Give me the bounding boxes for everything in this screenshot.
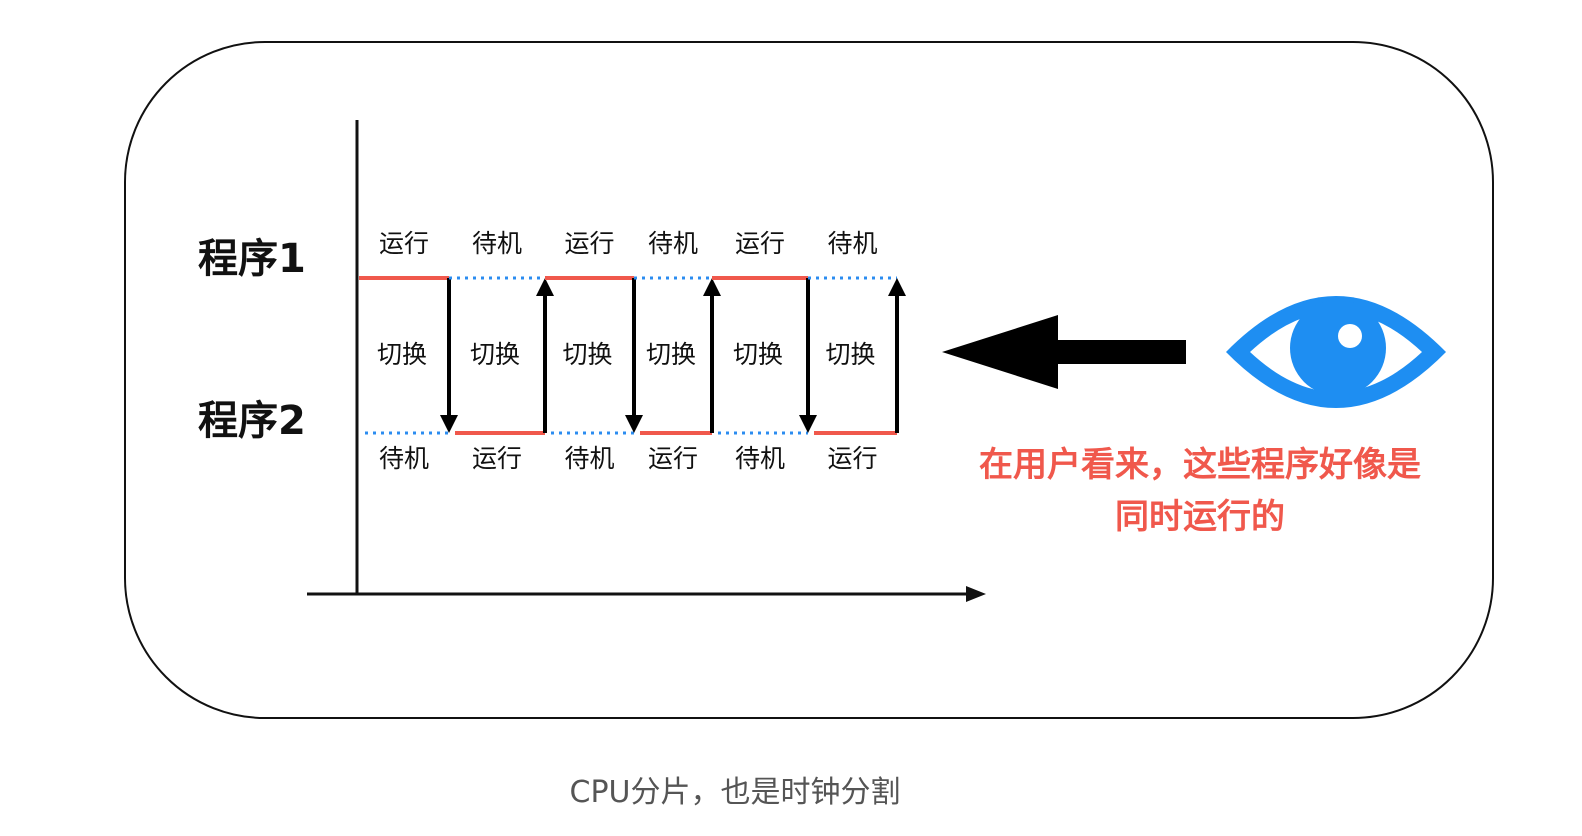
switch-label: 切换 bbox=[562, 340, 612, 369]
program1-state-label: 运行 bbox=[379, 229, 429, 258]
pointing-arrow bbox=[942, 315, 1186, 389]
program2-state-label: 待机 bbox=[379, 444, 429, 473]
eye-icon bbox=[1226, 296, 1446, 408]
switch-arrowhead bbox=[440, 415, 458, 433]
switch-label: 切换 bbox=[646, 340, 696, 369]
program1-state-label: 待机 bbox=[827, 229, 877, 258]
switch-arrowhead bbox=[703, 278, 721, 296]
program2-state-label: 运行 bbox=[648, 444, 698, 473]
switch-arrowhead bbox=[625, 415, 643, 433]
program1-state-label: 运行 bbox=[564, 229, 614, 258]
caption: CPU分片，也是时钟分割 bbox=[570, 775, 901, 810]
switch-label: 切换 bbox=[470, 340, 520, 369]
switch-arrowhead bbox=[888, 278, 906, 296]
program2-state-label: 待机 bbox=[735, 444, 785, 473]
program2-state-label: 待机 bbox=[564, 444, 614, 473]
switch-arrowhead bbox=[536, 278, 554, 296]
switch-label: 切换 bbox=[733, 340, 783, 369]
program2-state-label: 运行 bbox=[472, 444, 522, 473]
switch-arrowhead bbox=[799, 415, 817, 433]
program1-label: 程序1 bbox=[198, 236, 306, 282]
x-axis-arrowhead bbox=[966, 586, 986, 602]
program2-label: 程序2 bbox=[198, 398, 306, 444]
switch-label: 切换 bbox=[825, 340, 875, 369]
note-line-2: 同时运行的 bbox=[1115, 497, 1285, 537]
frame-border bbox=[124, 41, 1494, 719]
program1-state-label: 待机 bbox=[472, 229, 522, 258]
switch-label: 切换 bbox=[377, 340, 427, 369]
program2-state-label: 运行 bbox=[827, 444, 877, 473]
program1-state-label: 待机 bbox=[648, 229, 698, 258]
program1-state-label: 运行 bbox=[735, 229, 785, 258]
note-line-1: 在用户看来，这些程序好像是 bbox=[979, 445, 1421, 485]
